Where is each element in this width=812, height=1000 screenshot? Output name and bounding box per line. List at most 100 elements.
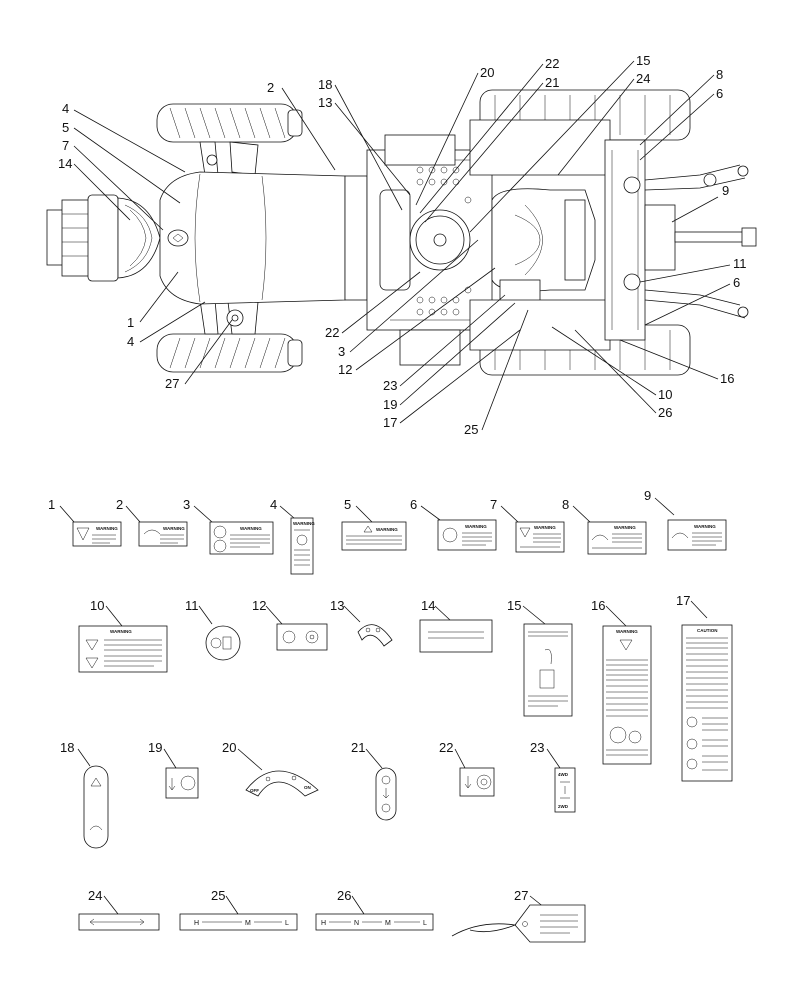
decal-8: 8 WARNING [562, 497, 647, 555]
svg-text:15: 15 [507, 598, 521, 613]
svg-text:WARNING: WARNING [240, 526, 262, 531]
svg-text:6: 6 [410, 497, 417, 512]
svg-text:12: 12 [338, 362, 352, 377]
callout-5: 5 [62, 120, 181, 204]
floor-perforations [416, 166, 472, 316]
decal-17: 17 CAUTION [676, 593, 733, 782]
svg-text:11: 11 [185, 598, 199, 613]
decal-21: 21 [351, 740, 397, 821]
front-axle-linkage [199, 141, 259, 335]
svg-text:23: 23 [530, 740, 544, 755]
svg-text:2WD: 2WD [558, 804, 569, 809]
svg-text:6: 6 [733, 275, 740, 290]
svg-text:2: 2 [267, 80, 274, 95]
svg-text:WARNING: WARNING [465, 524, 487, 529]
rear-hitch [604, 139, 757, 341]
decal-6: 6 WARNING [410, 497, 497, 551]
svg-text:WARNING: WARNING [616, 629, 638, 634]
decal-26: 26 H N M L [315, 888, 434, 931]
decal-15: 15 [507, 598, 573, 717]
svg-text:13: 13 [318, 95, 332, 110]
svg-text:20: 20 [480, 65, 494, 80]
svg-text:7: 7 [62, 138, 69, 153]
decal-18: 18 [60, 740, 109, 849]
svg-text:27: 27 [514, 888, 528, 903]
callout-22-bottom: 22 [325, 271, 421, 340]
svg-text:25: 25 [464, 422, 478, 437]
svg-text:26: 26 [337, 888, 351, 903]
front-tire-top [156, 103, 303, 143]
decal-27: 27 [451, 888, 586, 943]
svg-text:H: H [194, 920, 199, 927]
callout-6-bottom: 6 [644, 275, 740, 326]
decal-10: 10 WARNING [78, 598, 168, 673]
svg-text:9: 9 [644, 488, 651, 503]
svg-text:12: 12 [252, 598, 266, 613]
svg-text:WARNING: WARNING [534, 525, 556, 530]
callout-12: 12 [338, 267, 496, 377]
svg-text:3: 3 [183, 497, 190, 512]
svg-text:WARNING: WARNING [614, 525, 636, 530]
svg-text:4: 4 [62, 101, 69, 116]
svg-text:22: 22 [325, 325, 339, 340]
svg-text:9: 9 [722, 183, 729, 198]
hood [159, 171, 368, 305]
svg-text:OFF: OFF [250, 788, 259, 793]
svg-text:20: 20 [222, 740, 236, 755]
callout-4-top: 4 [62, 101, 186, 173]
svg-text:WARNING: WARNING [694, 524, 716, 529]
svg-text:L: L [423, 920, 427, 927]
operator-seat [491, 188, 596, 309]
svg-text:6: 6 [716, 86, 723, 101]
callout-13: 13 [318, 95, 411, 196]
callout-25: 25 [464, 309, 529, 437]
svg-text:5: 5 [62, 120, 69, 135]
decal-25: 25 H M L [179, 888, 298, 931]
rear-tire-top [469, 89, 691, 176]
svg-text:L: L [285, 920, 289, 927]
decal-5: 5 WARNING [341, 497, 407, 551]
svg-text:13: 13 [330, 598, 344, 613]
svg-text:19: 19 [148, 740, 162, 755]
decal-11: 11 [185, 598, 241, 661]
svg-text:WARNING: WARNING [96, 526, 118, 531]
svg-text:24: 24 [88, 888, 102, 903]
tractor-callouts: 2 4 5 7 14 1 4 27 18 13 20 22 21 15 24 8… [58, 53, 747, 437]
svg-text:14: 14 [58, 156, 72, 171]
svg-text:WARNING: WARNING [293, 521, 315, 526]
callout-17: 17 [383, 329, 521, 430]
rear-tire-bottom [469, 299, 691, 376]
callout-21: 21 [424, 75, 559, 223]
decal-3: 3 WARNING [183, 497, 274, 555]
svg-text:H: H [321, 920, 326, 927]
svg-text:M: M [385, 920, 391, 927]
decal-22: 22 [439, 740, 495, 797]
callout-8: 8 [639, 67, 723, 146]
svg-text:11: 11 [733, 256, 747, 271]
decal-12: 12 [252, 598, 328, 651]
decal-1: 1 WARNING [48, 497, 122, 547]
decal-13: 13 [330, 598, 393, 647]
svg-text:16: 16 [720, 371, 734, 386]
callout-16: 16 [619, 339, 734, 386]
callout-22-top: 22 [419, 56, 559, 214]
svg-text:1: 1 [127, 315, 134, 330]
front-tire-bottom [156, 333, 303, 373]
svg-text:WARNING: WARNING [376, 527, 398, 532]
svg-text:17: 17 [676, 593, 690, 608]
svg-text:24: 24 [636, 71, 650, 86]
svg-text:16: 16 [591, 598, 605, 613]
callout-15: 15 [469, 53, 650, 233]
callout-14: 14 [58, 156, 131, 221]
svg-text:26: 26 [658, 405, 672, 420]
decal-23: 23 4WD 2WD [530, 740, 576, 813]
svg-text:17: 17 [383, 415, 397, 430]
callout-19: 19 [383, 302, 516, 412]
callout-1: 1 [127, 271, 179, 330]
callout-3: 3 [338, 239, 479, 359]
svg-text:10: 10 [658, 387, 672, 402]
front-weight [46, 194, 161, 282]
callout-26: 26 [574, 329, 672, 420]
svg-text:19: 19 [383, 397, 397, 412]
